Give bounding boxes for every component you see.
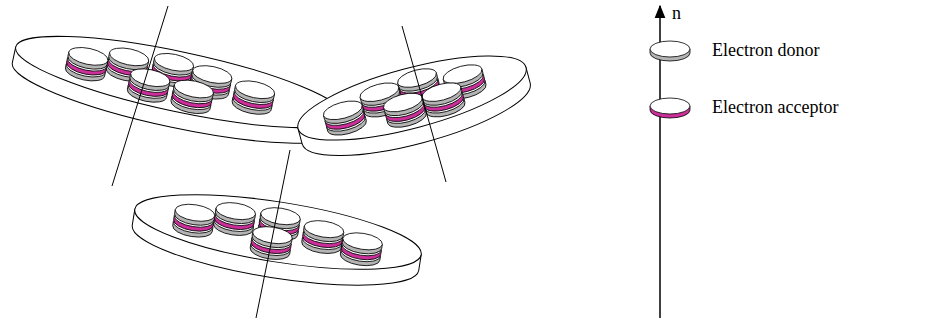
disk-face	[259, 205, 301, 227]
disk-face	[342, 230, 384, 252]
column-axis	[112, 6, 168, 186]
disk-face	[108, 45, 150, 69]
disk-face	[129, 66, 171, 90]
disk-face	[303, 218, 345, 240]
column-disk	[128, 180, 426, 300]
disk-face	[321, 97, 364, 123]
column-disk	[6, 18, 350, 162]
disk-face	[381, 90, 424, 116]
disk-face	[650, 98, 690, 114]
column-axis	[402, 26, 446, 182]
legend-text: Electron acceptor	[712, 98, 838, 118]
disk-face	[650, 41, 690, 57]
disk-face	[234, 78, 276, 102]
disk-face	[67, 44, 109, 68]
disk-face	[173, 77, 215, 101]
disk-face	[420, 79, 463, 105]
axis-label: n	[672, 4, 681, 24]
columnar-stacks	[6, 6, 538, 318]
disk-face	[215, 200, 257, 222]
column-disk	[290, 38, 538, 172]
disk-face	[153, 50, 195, 74]
disk-face	[174, 202, 216, 224]
legend-samples	[650, 41, 690, 118]
column-top	[130, 180, 426, 285]
column-axis	[256, 150, 290, 318]
legend-text: Electron donor	[712, 41, 819, 61]
column-top	[290, 38, 533, 157]
